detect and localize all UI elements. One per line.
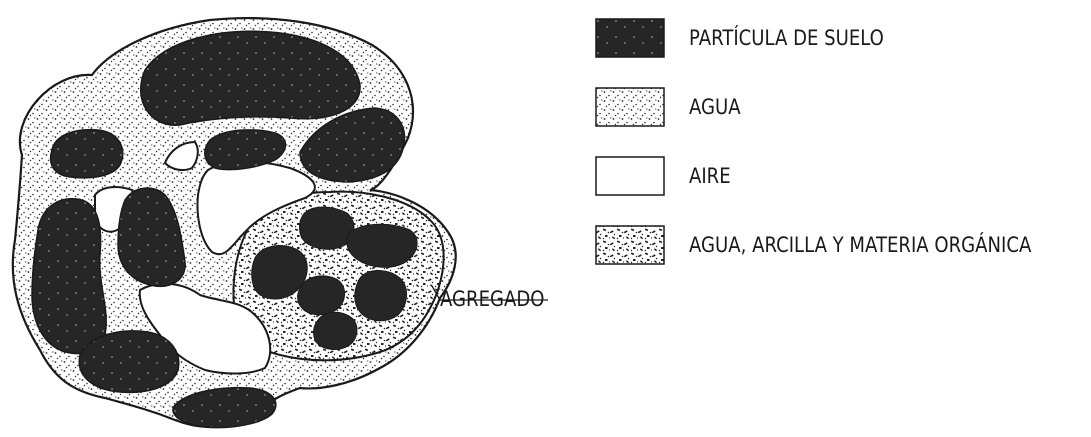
- legend-swatch-water: [596, 88, 664, 126]
- legend-label-air: AIRE: [689, 166, 731, 187]
- aggregate-callout-label: AGREGADO: [440, 289, 544, 310]
- legend-label-soil-particle: PARTÍCULA DE SUELO: [689, 28, 884, 49]
- legend-swatch-air: [596, 157, 664, 195]
- legend-label-water: AGUA: [689, 97, 741, 118]
- legend-swatch-water-clay-organic: [596, 226, 664, 264]
- legend-label-water-clay-organic: AGUA, ARCILLA Y MATERIA ORGÁNICA: [689, 235, 1031, 256]
- legend-swatch-soil-particle: [596, 19, 664, 57]
